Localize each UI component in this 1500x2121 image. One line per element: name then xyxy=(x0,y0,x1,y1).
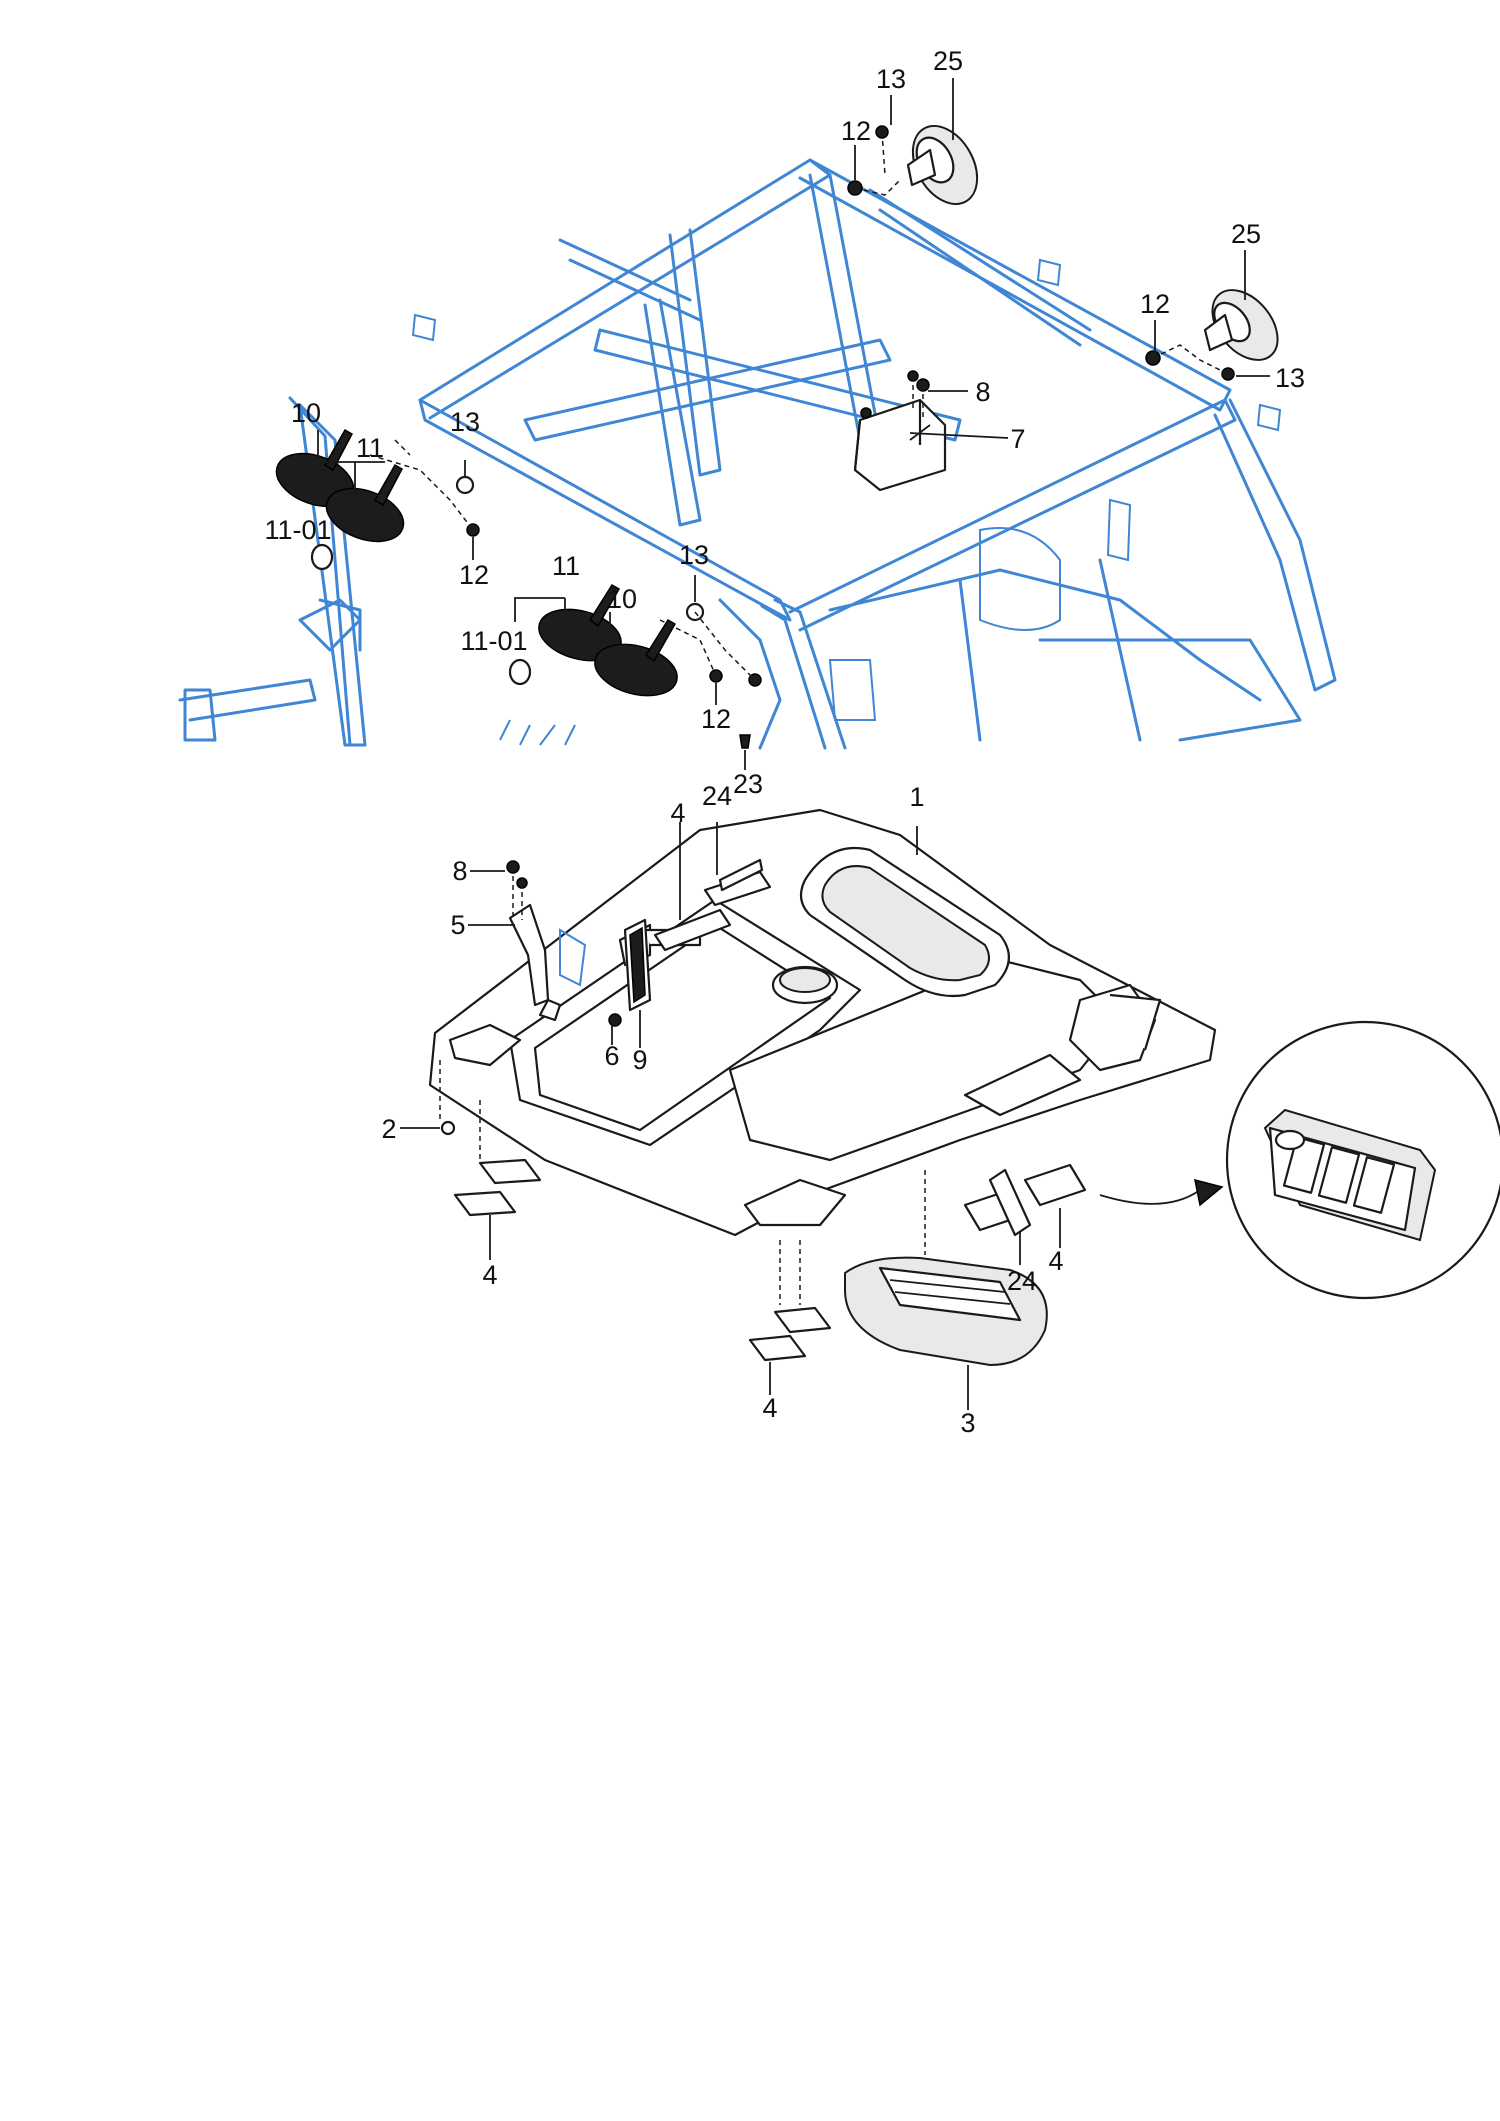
callout-4-left: 4 xyxy=(482,1260,497,1290)
callout-4-bottom: 4 xyxy=(762,1393,777,1423)
callout-11-01-mid: 11-01 xyxy=(460,626,527,656)
callout-24-top: 24 xyxy=(702,781,732,811)
clip-2 xyxy=(440,1120,456,1136)
callout-6: 6 xyxy=(604,1041,619,1071)
callout-8-upper: 8 xyxy=(975,377,990,407)
callout-12-left: 12 xyxy=(459,560,489,590)
lamp-9 xyxy=(623,918,652,1012)
leader-lines xyxy=(317,78,1270,1410)
callout-25-right: 25 xyxy=(1231,219,1261,249)
callout-23: 23 xyxy=(733,769,763,799)
vent-4-bottom xyxy=(748,1306,832,1362)
bracket-5 xyxy=(508,903,587,1022)
vent-4-top xyxy=(653,908,732,952)
callout-4-right: 4 xyxy=(1048,1246,1063,1276)
callout-11-mid: 11 xyxy=(552,551,580,581)
work-light-mid-1 xyxy=(538,583,622,662)
vent-4-left xyxy=(453,1158,542,1217)
callout-10-left: 10 xyxy=(291,398,321,428)
callout-12-top: 12 xyxy=(841,116,871,146)
callout-5: 5 xyxy=(450,910,465,940)
bolt-12-left xyxy=(466,523,480,537)
switch-panel-detail xyxy=(1225,1020,1500,1300)
callout-11-01-left: 11-01 xyxy=(264,515,331,545)
nut-13-left xyxy=(455,475,475,495)
speaker-top xyxy=(906,125,979,205)
callout-25-top: 25 xyxy=(933,46,963,76)
roll-cage-frame xyxy=(178,158,1337,750)
callout-4-top: 4 xyxy=(670,798,685,828)
callout-3: 3 xyxy=(960,1408,975,1438)
callout-numbers: 25 13 12 25 12 13 8 7 10 11 13 11-01 12 … xyxy=(264,46,1305,1438)
callout-12-right: 12 xyxy=(1140,289,1170,319)
callout-13-top: 13 xyxy=(876,64,906,94)
callout-24-right: 24 xyxy=(1007,1266,1037,1296)
work-light-mid-2 xyxy=(594,618,678,697)
bolt-23 xyxy=(739,734,751,749)
bulb-11-01-mid xyxy=(508,658,532,686)
nut-7 xyxy=(860,407,872,419)
callout-1: 1 xyxy=(909,782,924,812)
callout-13-mid: 13 xyxy=(679,540,709,570)
callout-10-mid: 10 xyxy=(607,584,637,614)
bolt-6 xyxy=(608,1013,622,1027)
callout-11-left: 11 xyxy=(356,433,384,463)
detail-arrow xyxy=(1099,1189,1201,1205)
headliner-panel xyxy=(428,808,1217,1237)
speaker-right xyxy=(1203,289,1279,361)
callout-9: 9 xyxy=(632,1045,647,1075)
callout-13-left: 13 xyxy=(450,407,480,437)
detail-arrow-head xyxy=(1194,1178,1224,1207)
switch-24-right xyxy=(988,1168,1032,1237)
callout-2: 2 xyxy=(381,1114,396,1144)
bracket-7 xyxy=(853,398,947,492)
callout-7: 7 xyxy=(1010,424,1025,454)
bulb-11-01-left xyxy=(310,543,334,571)
dome-light-3 xyxy=(844,1256,1048,1367)
callout-13-right: 13 xyxy=(1275,363,1305,393)
work-light-left-2 xyxy=(325,463,405,543)
nut-13-right xyxy=(1221,367,1235,381)
callout-12-mid: 12 xyxy=(701,704,731,734)
callout-8-lower: 8 xyxy=(452,856,467,886)
